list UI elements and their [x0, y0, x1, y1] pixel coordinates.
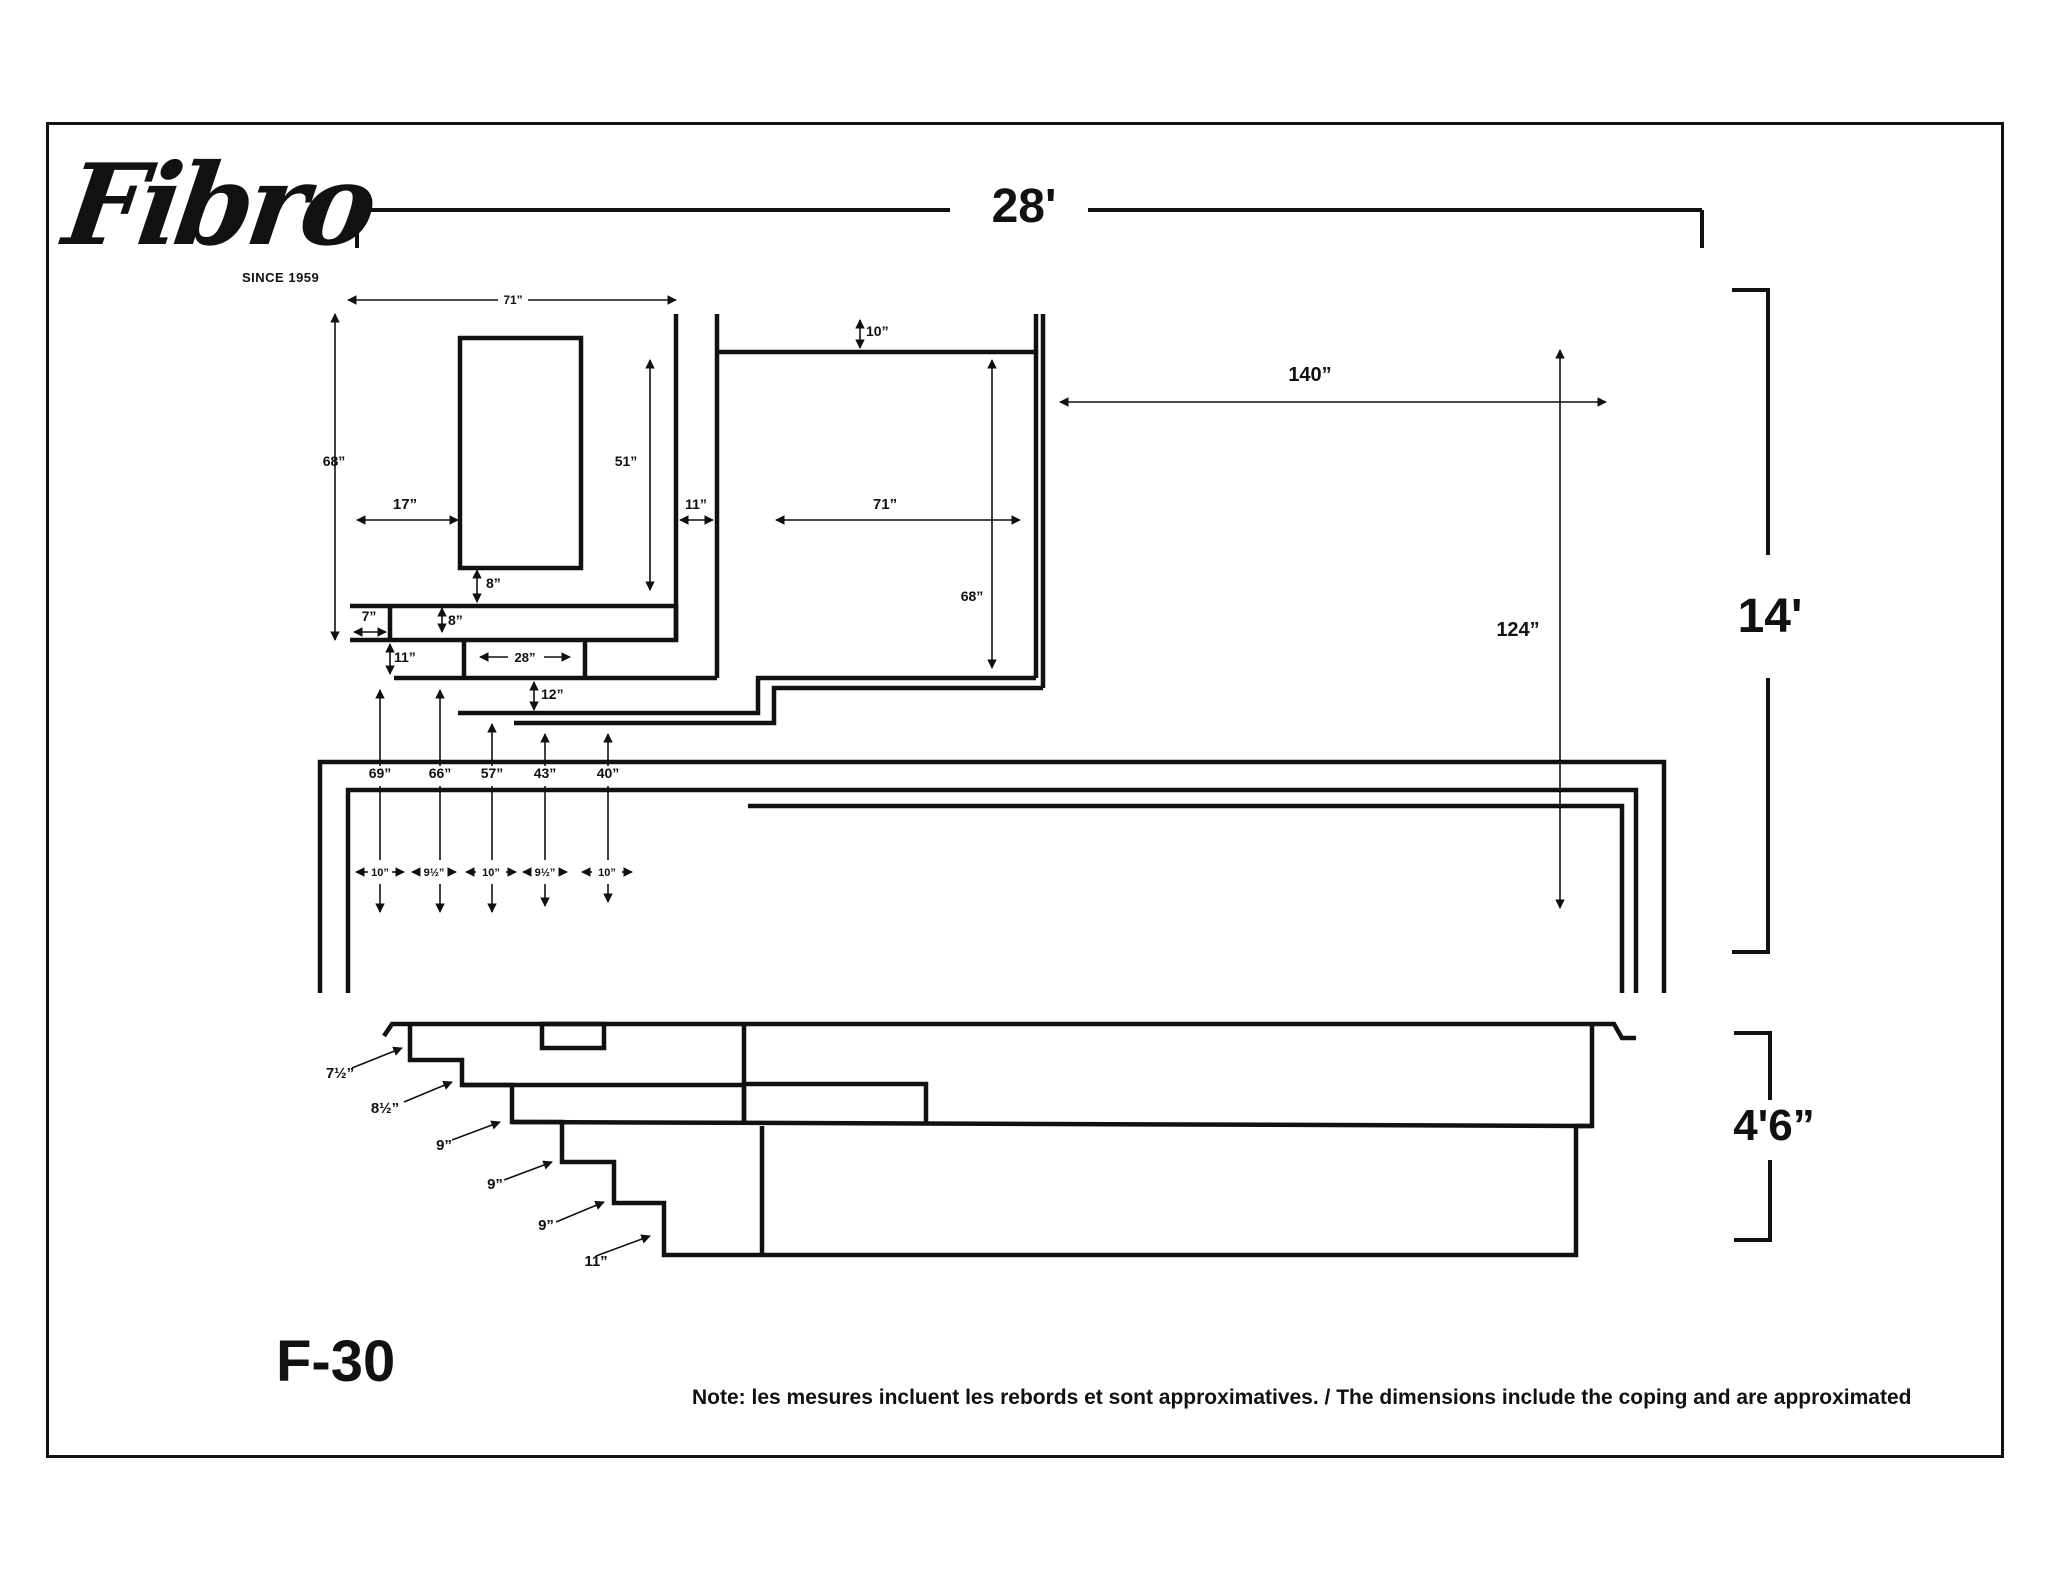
- dim-12: 12”: [541, 686, 564, 702]
- overall-depth-label: 4'6”: [1733, 1101, 1814, 1150]
- dim-51: 51”: [615, 453, 638, 469]
- tread-width-4: 9½”: [535, 867, 556, 879]
- tread-width-3: 10”: [482, 867, 500, 879]
- section-step-arrows: [351, 1046, 651, 1257]
- drawing-frame: [46, 122, 2004, 1458]
- pool-section-outline: [382, 1021, 1636, 1258]
- dim-11-gap: 11”: [685, 496, 707, 512]
- section-step-6: 11”: [584, 1253, 607, 1270]
- dim-10-top: 10”: [866, 323, 889, 339]
- section-step-labels: 7½” 8½” 9” 9” 9” 11”: [326, 1065, 608, 1270]
- overall-length-label: 28': [992, 180, 1057, 233]
- model-number: F-30: [276, 1329, 396, 1394]
- section-step-4: 9”: [487, 1176, 503, 1193]
- dim-140: 140”: [1288, 364, 1331, 386]
- dim-8-b: 8”: [448, 612, 463, 628]
- dim-68-left: 68”: [323, 453, 346, 469]
- dim-71-mid: 71”: [873, 496, 897, 513]
- section-step-1: 7½”: [326, 1065, 354, 1082]
- dim-69: 69”: [369, 765, 392, 781]
- dim-71-top: 71”: [503, 293, 522, 307]
- sun-shelf-rect: [457, 335, 584, 571]
- logo-since: SINCE 1959: [242, 270, 320, 285]
- plan-dimension-labels: 71” 68” 51” 17” 8” 7” 8” 11” 28” 12” 11”…: [323, 293, 1540, 879]
- dim-28: 28”: [515, 650, 536, 665]
- overall-length-dimension: [355, 208, 1704, 248]
- overall-width-dimension: [1732, 288, 1770, 954]
- tread-width-5: 10”: [598, 867, 616, 879]
- overall-depth-dimension: [1734, 1031, 1772, 1242]
- brand-logo: Fibro SINCE 1959: [57, 140, 380, 290]
- dim-66: 66”: [429, 765, 452, 781]
- section-step-3: 9”: [436, 1137, 452, 1154]
- section-step-2: 8½”: [371, 1100, 399, 1117]
- dim-11-step: 11”: [394, 649, 416, 665]
- tread-width-2: 9½”: [424, 867, 445, 879]
- stair-bench-block: [350, 314, 1046, 726]
- dimensions-note: Note: les mesures incluent les rebords e…: [692, 1386, 1912, 1409]
- dim-40: 40”: [597, 765, 620, 781]
- dim-43: 43”: [534, 765, 557, 781]
- dim-68-mid: 68”: [961, 588, 984, 604]
- overall-width-label: 14': [1738, 590, 1803, 643]
- pool-plan-outline: [317, 759, 1667, 993]
- dim-8-a: 8”: [486, 575, 501, 591]
- dim-124: 124”: [1496, 619, 1539, 641]
- dim-57: 57”: [481, 765, 504, 781]
- tread-width-1: 10”: [371, 867, 389, 879]
- dim-7: 7”: [362, 608, 377, 624]
- section-step-5: 9”: [538, 1217, 554, 1234]
- dim-17: 17”: [393, 496, 417, 513]
